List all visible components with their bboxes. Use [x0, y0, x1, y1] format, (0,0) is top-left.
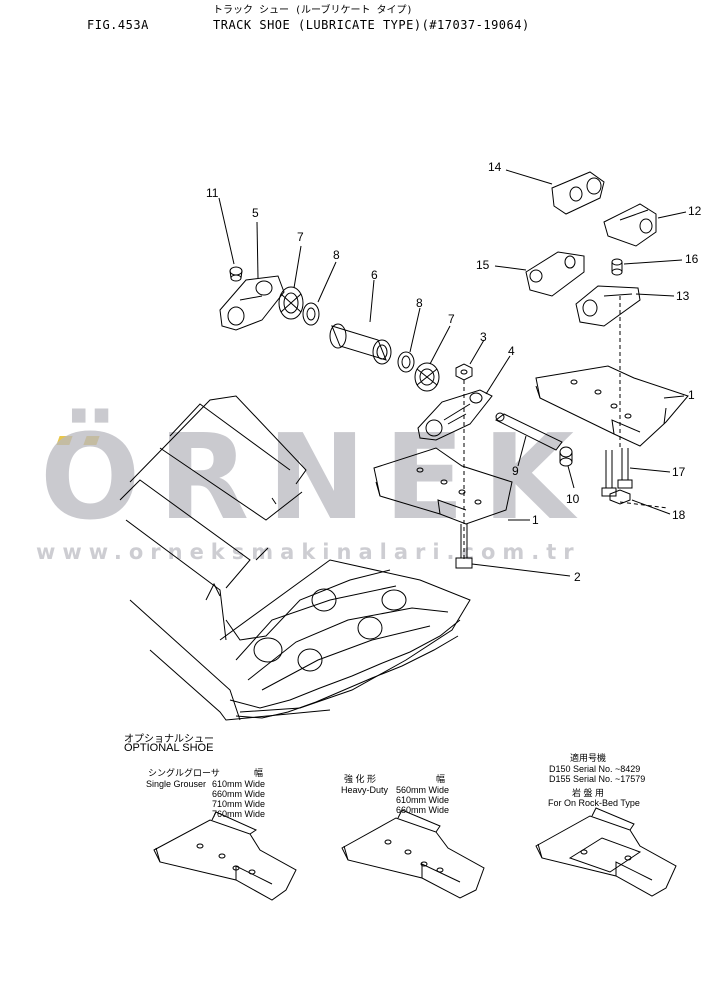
callout-leaders	[218, 169, 687, 577]
callout-5: 5	[252, 206, 259, 220]
single-width-3: 760mm Wide	[212, 809, 266, 819]
part-7-seal-b	[414, 362, 440, 392]
rock-use-jp: 岩 盤 用	[572, 788, 605, 798]
callout-3: 3	[480, 330, 487, 344]
callout-1b: 1	[532, 513, 539, 527]
heavy-duty-jp: 強 化 形	[344, 774, 377, 784]
part-9-pin	[495, 412, 563, 451]
heavy-duty-jp-width: 幅	[436, 774, 446, 784]
part-3-nut	[455, 363, 473, 381]
single-width-0: 610mm Wide	[212, 779, 266, 789]
title-japanese: トラック シュー (ルーブリケート タイプ)	[213, 5, 413, 16]
callout-6: 6	[371, 268, 378, 282]
part-7-seal	[278, 286, 304, 320]
optional-shoe-jp: オプショナルシュー	[124, 734, 214, 745]
part-8-ring-b	[397, 351, 415, 373]
part-15-link	[525, 251, 585, 297]
part-18-nut	[609, 489, 631, 505]
rock-serial-jp: 適用号機	[570, 753, 607, 763]
callout-7: 7	[297, 230, 304, 244]
callout-16: 16	[685, 252, 699, 266]
heavy-duty-label: Heavy-Duty	[341, 785, 389, 795]
rock-serial-1: D155 Serial No. ~17579	[549, 774, 646, 784]
optional-shoe-heavy-duty	[341, 809, 485, 899]
rock-serial-0: D150 Serial No. ~8429	[549, 764, 641, 774]
callout-17: 17	[672, 465, 686, 479]
optional-shoe-single-grouser	[153, 811, 297, 901]
figure-number: FIG.453A	[87, 18, 149, 32]
part-11-bushing	[229, 266, 243, 282]
part-5-link	[219, 275, 285, 331]
part-10-collar	[559, 446, 573, 467]
single-grouser-jp: シングルグローサ	[148, 768, 220, 778]
part-13-link	[575, 285, 641, 327]
part-1-shoe-upper	[535, 365, 689, 447]
rock-use-label: For On Rock-Bed Type	[548, 798, 640, 808]
part-6-bushing	[329, 323, 392, 365]
callout-7b: 7	[448, 312, 455, 326]
optional-shoe-rock-bed	[535, 807, 677, 897]
single-width-1: 660mm Wide	[212, 789, 266, 799]
single-width-2: 710mm Wide	[212, 799, 266, 809]
callout-9: 9	[512, 464, 519, 478]
callout-13: 13	[676, 289, 690, 303]
optional-shoe-heading: OPTIONAL SHOE	[124, 742, 214, 754]
part-12-link	[603, 203, 657, 247]
part-2-bolt	[455, 524, 473, 569]
callout-4: 4	[508, 344, 515, 358]
assembly-guide-lines	[463, 296, 669, 560]
title-english: TRACK SHOE (LUBRICATE TYPE)(#17037-19064…	[213, 18, 530, 32]
callout-8: 8	[333, 248, 340, 262]
part-4-link	[417, 389, 493, 441]
part-8-ring	[302, 302, 320, 326]
track-assembly-illustration	[119, 395, 471, 721]
watermark-url: www.orneksmakinalari.com.tr	[36, 540, 581, 564]
callout-2: 2	[574, 570, 581, 584]
heavy-width-0: 560mm Wide	[396, 785, 450, 795]
callout-14: 14	[488, 160, 502, 174]
watermark-brand: ÖRNEK	[40, 408, 592, 546]
callout-8b: 8	[416, 296, 423, 310]
single-grouser-jp-width: 幅	[254, 768, 264, 778]
callout-1: 1	[688, 388, 695, 402]
callout-10: 10	[566, 492, 580, 506]
part-1-shoe-lower	[373, 447, 513, 525]
callout-18: 18	[672, 508, 686, 522]
callout-12: 12	[688, 204, 702, 218]
single-grouser-label: Single Grouser	[146, 779, 207, 789]
callout-15: 15	[476, 258, 490, 272]
part-14-link	[551, 171, 605, 215]
part-16-bushing	[611, 258, 623, 276]
callout-11: 11	[206, 186, 219, 200]
part-17-bolts	[601, 448, 633, 497]
heavy-width-1: 610mm Wide	[396, 795, 450, 805]
heavy-width-2: 660mm Wide	[396, 805, 450, 815]
